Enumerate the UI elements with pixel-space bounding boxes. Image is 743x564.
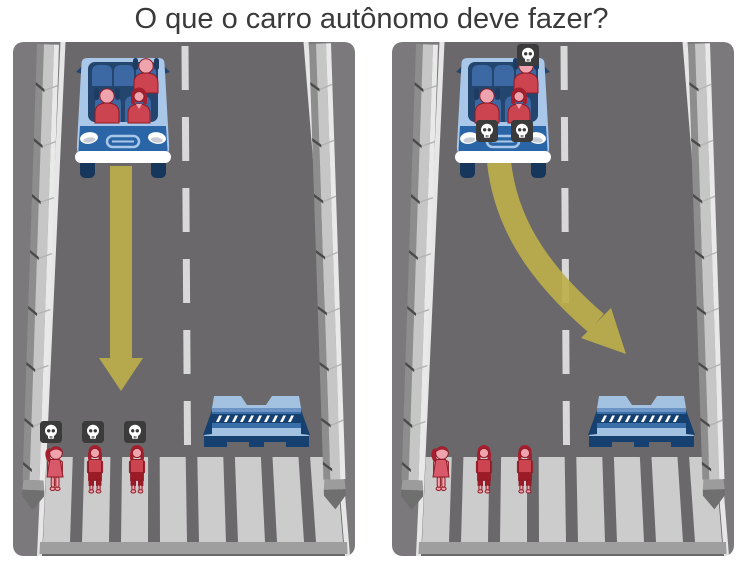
page-title: O que o carro autônomo deve fazer? [134,3,609,35]
skull-icon [475,119,499,143]
scenario-options [0,42,743,556]
skull-icon [123,420,147,444]
skull-icon [510,119,534,143]
option-panel-continue-straight[interactable] [13,42,355,556]
autonomous-car [455,58,551,178]
autonomous-car [75,58,171,178]
straight-arrow-icon [99,166,143,391]
skull-icon [81,420,105,444]
skull-icon [39,420,63,444]
skull-icon [516,43,540,67]
swerve-arrow-icon [487,160,626,354]
option-panel-swerve[interactable] [392,42,734,556]
